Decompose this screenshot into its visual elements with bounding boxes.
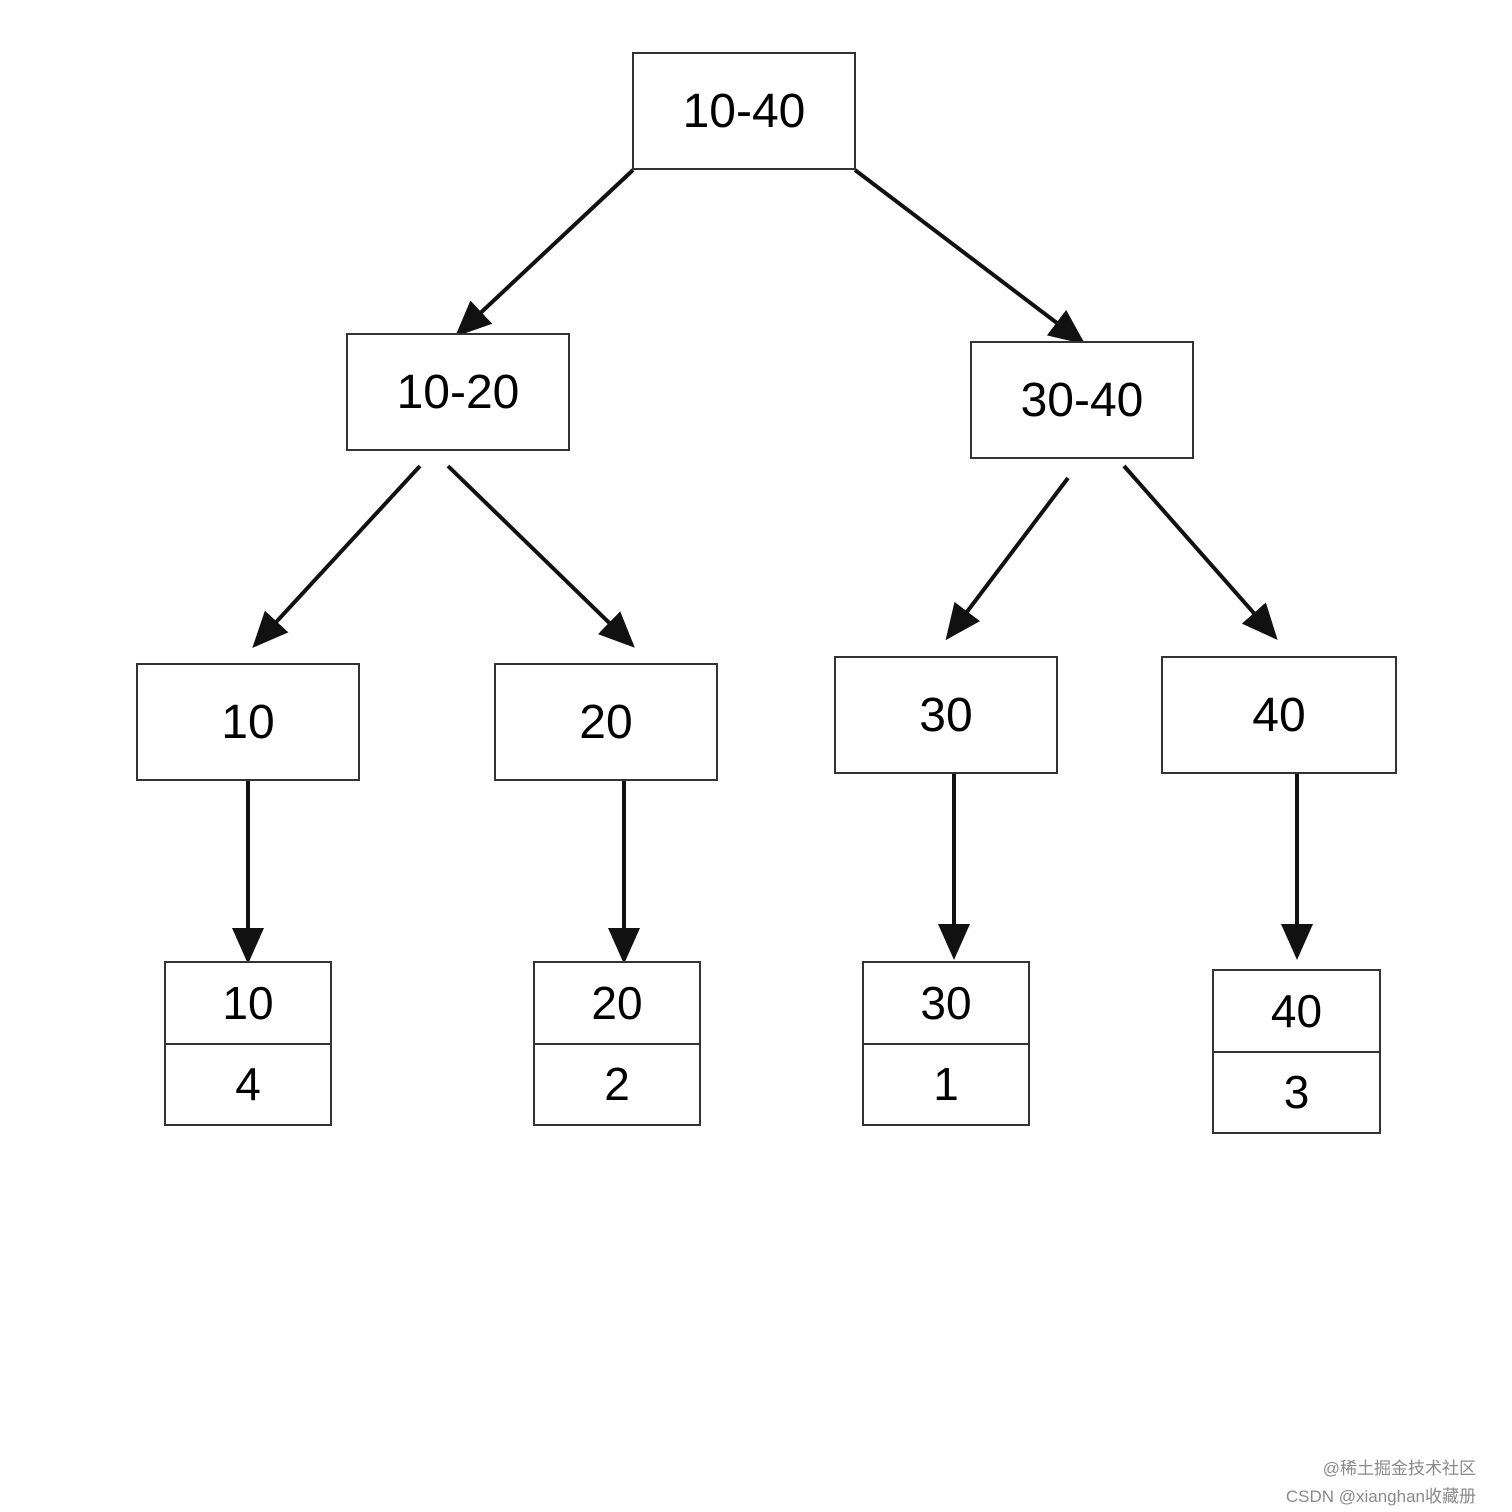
record-value: 1: [933, 1058, 959, 1111]
node-30-label: 30: [919, 688, 973, 742]
record-key: 40: [1214, 971, 1379, 1053]
record-value: 4: [235, 1058, 261, 1111]
watermark-line-2: CSDN @xianghan收藏册: [1285, 1487, 1476, 1506]
node-root-label: 10-40: [682, 84, 806, 138]
edge-root-to-left: [455, 168, 635, 337]
record-value: 3: [1283, 1066, 1310, 1119]
record-key: 20: [535, 963, 699, 1045]
record-20: 20 2: [533, 961, 701, 1126]
record-key: 10: [166, 963, 330, 1045]
record-value: 2: [604, 1058, 630, 1111]
node-root: 10-40: [632, 52, 856, 170]
node-30: 30: [834, 656, 1058, 774]
node-40: 40: [1161, 656, 1397, 774]
node-20: 20: [494, 663, 718, 781]
record-key: 30: [864, 963, 1028, 1045]
edge-right-to-40: [1122, 464, 1278, 640]
watermark-line-1: @稀土掘金技术社区: [1322, 1459, 1476, 1478]
node-10: 10: [136, 663, 360, 781]
edge-root-to-right: [853, 168, 1086, 345]
node-10-20-label: 10-20: [396, 365, 520, 419]
node-10-label: 10: [221, 695, 275, 749]
record-40: 40 3: [1212, 969, 1381, 1134]
node-40-label: 40: [1252, 688, 1306, 742]
node-20-label: 20: [579, 695, 633, 749]
node-30-40: 30-40: [970, 341, 1194, 459]
record-10: 10 4: [164, 961, 332, 1126]
record-30: 30 1: [862, 961, 1030, 1126]
node-30-40-label: 30-40: [1020, 373, 1144, 427]
edge-left-to-20: [446, 464, 635, 648]
node-10-20: 10-20: [346, 333, 570, 451]
edge-left-to-10: [252, 464, 422, 648]
edge-right-to-30: [945, 476, 1070, 641]
